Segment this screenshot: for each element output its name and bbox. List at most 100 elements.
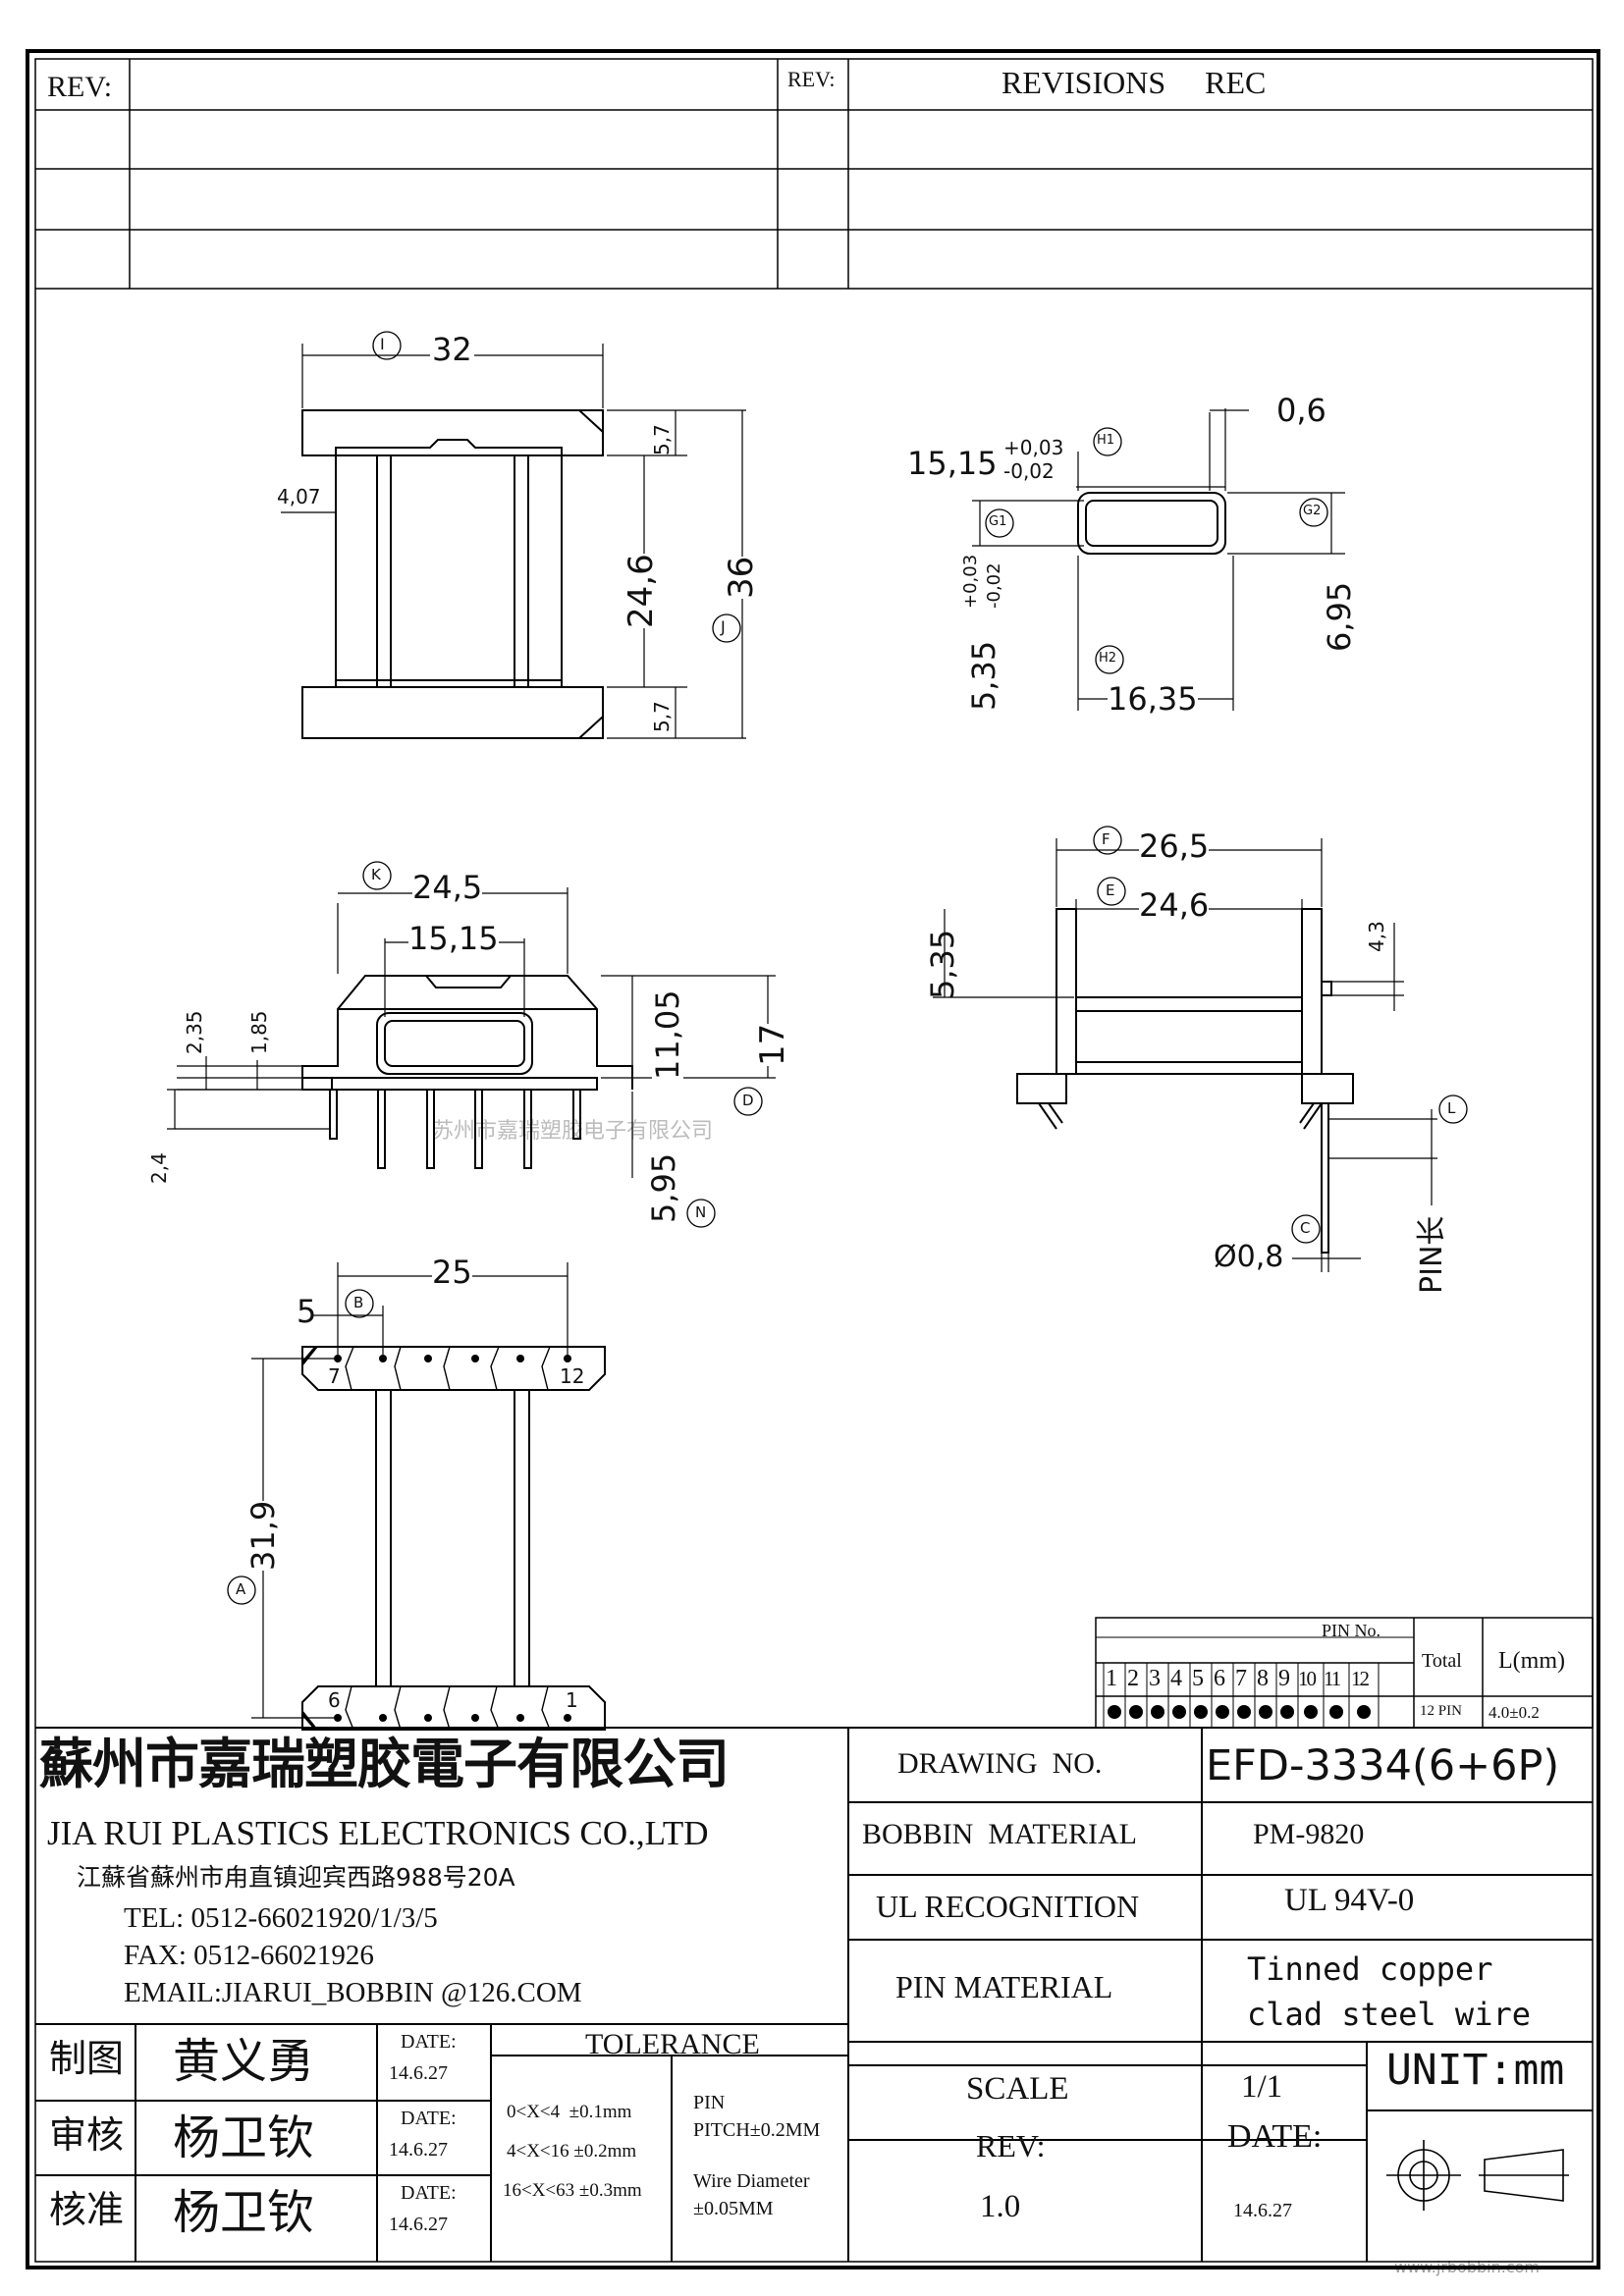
dim-top-width: 32 xyxy=(430,331,474,368)
rev-label: REV: xyxy=(976,2128,1046,2163)
dim-pin-h: 4,3 xyxy=(1365,921,1388,952)
pin-number: 7 xyxy=(1235,1666,1247,1691)
inner-frame xyxy=(34,58,1594,2263)
signoff-role: 核准 xyxy=(49,2188,125,2231)
pin-number: 12 xyxy=(1351,1667,1370,1690)
dim-f: 26,5 xyxy=(1139,828,1210,865)
bobbin-material: PM-9820 xyxy=(1253,1818,1365,1850)
dim-side-h: 5,35 xyxy=(924,929,961,999)
front-view xyxy=(167,887,776,1178)
pin-label-1: 1 xyxy=(566,1688,578,1712)
dim-h1-tol-minus: -0,02 xyxy=(1003,459,1055,483)
top-view xyxy=(281,344,746,739)
pin-material-label: PIN MATERIAL xyxy=(895,1969,1113,2004)
dim-pin-length: PIN长 xyxy=(1415,1215,1449,1294)
dim-d5: 2,4 xyxy=(147,1152,171,1184)
tolerance-row: 4<X<16 ±0.2mm xyxy=(507,2141,637,2162)
circle-label-n: N xyxy=(695,1203,707,1221)
dim-g-tol-minus: -0,02 xyxy=(984,562,1004,609)
wire-diameter-line2: ±0.05MM xyxy=(693,2198,774,2219)
ul-value: UL 94V-0 xyxy=(1284,1883,1415,1918)
dim-b: 5 xyxy=(297,1293,317,1330)
dim-pitch: 25 xyxy=(432,1254,472,1291)
dim-k: 24,5 xyxy=(412,869,483,906)
dim-pin-diameter: Ø0,8 xyxy=(1214,1240,1284,1274)
circle-label-h1: H1 xyxy=(1097,433,1115,448)
circle-label-g1: G1 xyxy=(989,514,1007,529)
dim-d1: 2,35 xyxy=(183,1010,206,1054)
rev-value: 1.0 xyxy=(980,2189,1021,2224)
dim-e: 24,6 xyxy=(1139,886,1210,924)
dim-wall: 0,6 xyxy=(1276,392,1326,429)
signoff-date: 14.6.27 xyxy=(389,2139,448,2161)
unit-value: UNIT:mm xyxy=(1386,2046,1565,2095)
dim-d3: 11,05 xyxy=(649,989,686,1080)
pin-pitch-line1: PIN xyxy=(693,2092,726,2113)
circle-label-j: J xyxy=(721,617,726,636)
pin-label-6: 6 xyxy=(328,1688,341,1712)
circle-label-b: B xyxy=(353,1294,364,1311)
pin-number: 8 xyxy=(1257,1666,1269,1691)
circle-label-k: K xyxy=(371,866,381,883)
dim-h1-tol-plus: +0,03 xyxy=(1003,436,1064,459)
scale-label: SCALE xyxy=(966,2071,1069,2107)
drawing-no: EFD-3334(6+6P) xyxy=(1206,1741,1560,1790)
pin-table-header: PIN No. xyxy=(1322,1621,1381,1640)
dim-outer-w: 16,35 xyxy=(1108,680,1198,718)
pin-number: 1 xyxy=(1106,1666,1117,1691)
pin-pitch-line2: PITCH±0.2MM xyxy=(693,2119,821,2141)
pin-label-7: 7 xyxy=(328,1364,341,1388)
signoff-name: 黄义勇 xyxy=(173,2034,315,2089)
dim-d6: 5,95 xyxy=(645,1152,682,1223)
circle-label-d: D xyxy=(742,1092,754,1109)
date-value: 14.6.27 xyxy=(1233,2200,1292,2221)
rev-label-right: REV: xyxy=(787,67,836,91)
dim-d2: 1,85 xyxy=(247,1010,271,1054)
bobbin-material-label: BOBBIN MATERIAL xyxy=(862,1818,1138,1850)
tolerance-title: TOLERANCE xyxy=(585,2028,760,2060)
circle-label-l: L xyxy=(1447,1099,1456,1117)
pin-table-total-value: 12 PIN xyxy=(1420,1703,1462,1719)
projection-symbol-icon xyxy=(1386,2140,1569,2211)
pin-number: 6 xyxy=(1214,1666,1225,1691)
dim-inner: 24,6 xyxy=(622,554,661,628)
circle-label-g2: G2 xyxy=(1303,504,1322,518)
pin-number: 10 xyxy=(1298,1667,1317,1690)
dim-flange-bottom: 5,7 xyxy=(650,701,674,732)
pin-table-l-label: L(mm) xyxy=(1498,1648,1565,1674)
pin-table-total-label: Total xyxy=(1422,1650,1462,1672)
company-name-en: JIA RUI PLASTICS ELECTRONICS CO.,LTD xyxy=(47,1814,709,1852)
bottom-pins xyxy=(302,1347,571,1730)
dim-d4: 17 xyxy=(753,1023,792,1066)
company-name-cn: 蘇州市嘉瑞塑胶電子有限公司 xyxy=(39,1733,730,1795)
pin-number: 5 xyxy=(1192,1666,1204,1691)
pin-number: 2 xyxy=(1127,1666,1139,1691)
company-tel: TEL: 0512-66021920/1/3/5 xyxy=(124,1902,438,1934)
signoff-role: 制图 xyxy=(49,2037,125,2080)
circle-label-i: I xyxy=(380,335,385,353)
pin-table-l-value: 4.0±0.2 xyxy=(1489,1703,1540,1722)
dim-flange-top: 5,7 xyxy=(650,424,674,455)
ul-label: UL RECOGNITION xyxy=(876,1889,1140,1924)
pin-table xyxy=(1095,1617,1594,1729)
company-address: 江蘇省蘇州市甪直镇迎宾西路988号20A xyxy=(77,1863,515,1892)
signoff-name: 杨卫钦 xyxy=(173,2185,315,2240)
signoff-role: 审核 xyxy=(49,2113,125,2157)
outer-frame xyxy=(26,49,1600,2269)
bottom-view xyxy=(251,1262,606,1731)
signoff-date: 14.6.27 xyxy=(389,2062,448,2084)
dim-bottom-height: 31,9 xyxy=(244,1500,282,1571)
pin-number: 4 xyxy=(1170,1666,1182,1691)
revision-block xyxy=(35,59,1593,290)
circle-label-f: F xyxy=(1102,830,1110,848)
drawing-no-label: DRAWING NO. xyxy=(897,1747,1103,1780)
dim-h1: 15,15 xyxy=(907,445,998,482)
date-label: DATE: xyxy=(1227,2118,1323,2155)
signoff-date-label: DATE: xyxy=(401,2108,457,2129)
title-block xyxy=(35,1727,1593,2262)
company-email: EMAIL:JIARUI_BOBBIN @126.COM xyxy=(124,1977,582,2008)
company-fax: FAX: 0512-66021926 xyxy=(124,1940,374,1971)
pin-number: 3 xyxy=(1149,1666,1161,1691)
pin-label-12: 12 xyxy=(560,1364,585,1388)
